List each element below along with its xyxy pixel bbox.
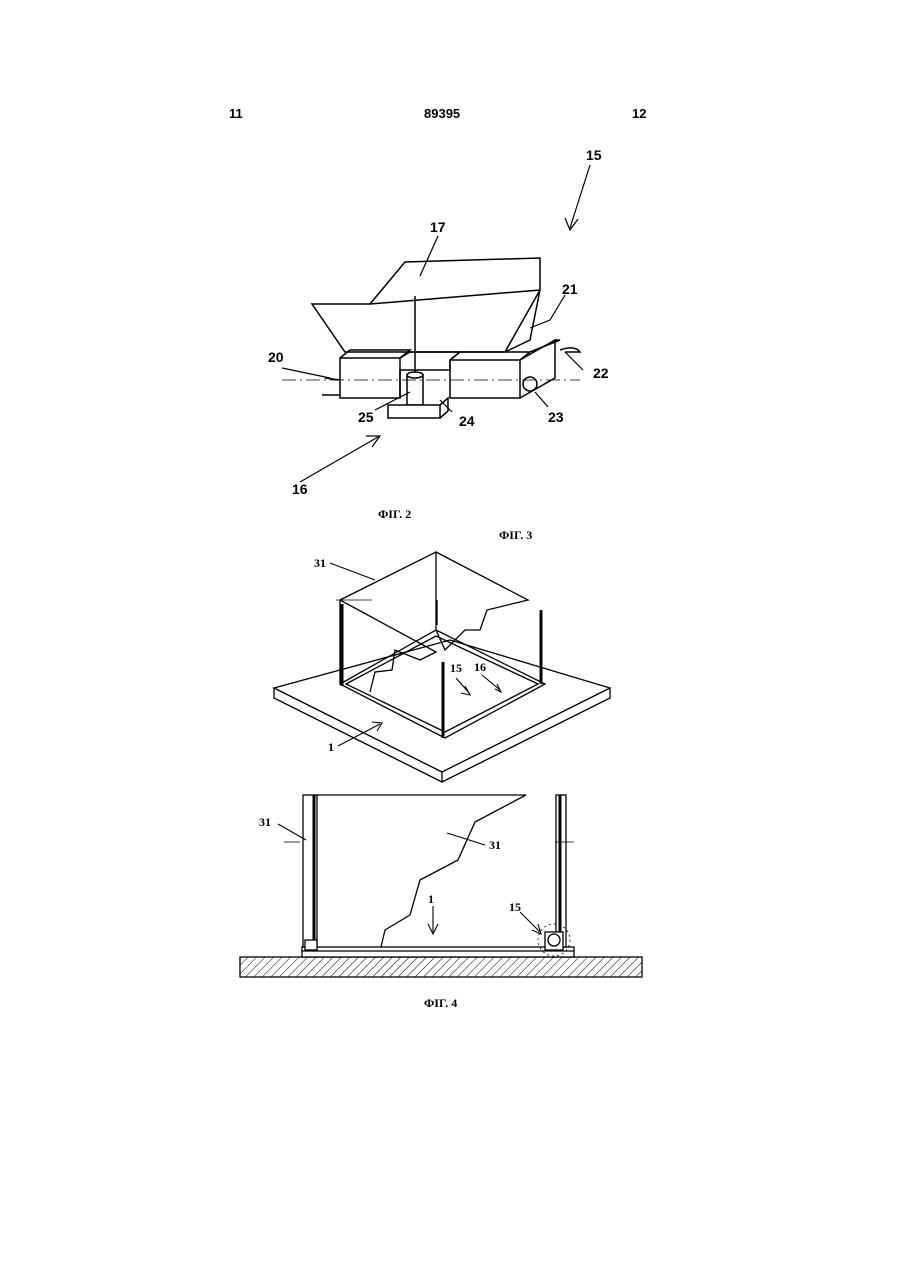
figure-3-caption: ФІГ. 3 [499,528,532,543]
figure-3-drawing [274,552,610,782]
label-17: 17 [430,219,446,235]
label-31: 31 [314,556,326,570]
label-20: 20 [268,349,284,365]
label-1: 1 [328,740,334,754]
label-16: 16 [292,481,308,497]
label-22: 22 [593,365,609,381]
label-31: 31 [259,815,271,829]
label-15: 15 [509,900,521,914]
label-1: 1 [428,892,434,906]
label-15: 15 [586,147,602,163]
figure-4-labels: 31 31 1 15 [259,815,521,914]
figure-2-caption: ФІГ. 2 [378,507,411,522]
label-21: 21 [562,281,578,297]
label-31: 31 [489,838,501,852]
figure-4-caption: ФІГ. 4 [424,996,457,1011]
figure-2-drawing [282,258,580,418]
label-15: 15 [450,661,462,675]
label-24: 24 [459,413,475,429]
label-16: 16 [474,660,486,674]
label-23: 23 [548,409,564,425]
label-25: 25 [358,409,374,425]
figure-4-drawing [240,795,642,977]
